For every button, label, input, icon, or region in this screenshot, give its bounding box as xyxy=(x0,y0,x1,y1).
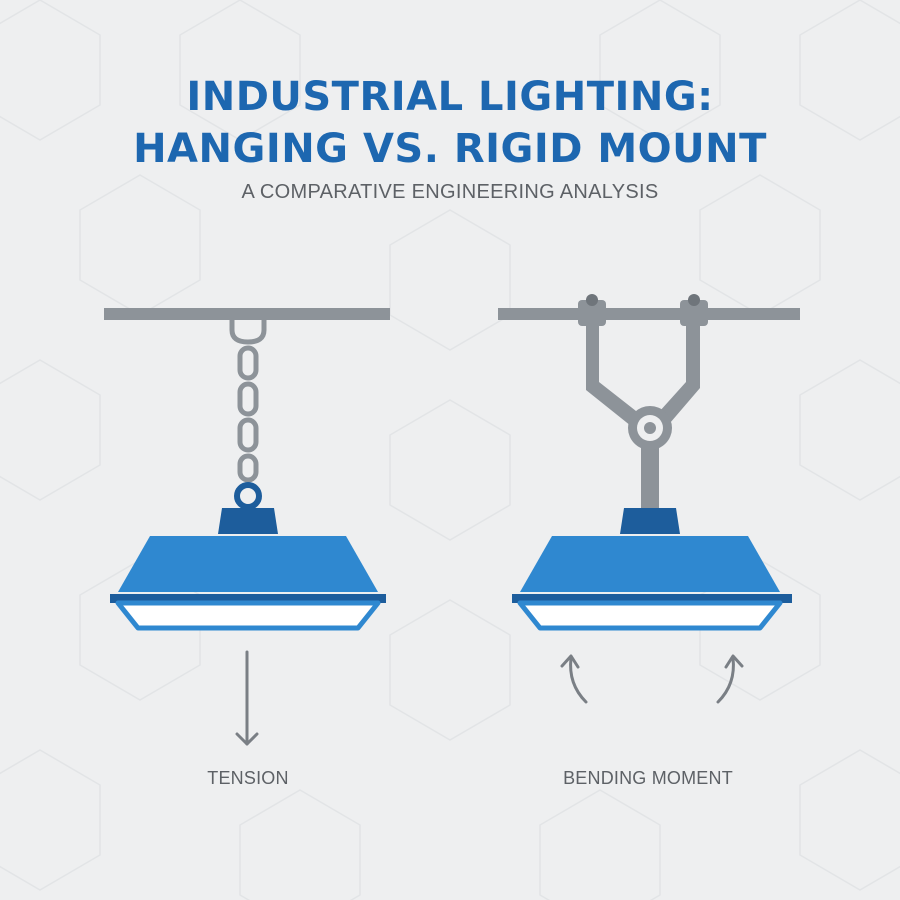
page-subtitle: A COMPARATIVE ENGINEERING ANALYSIS xyxy=(241,181,659,203)
downward-tension-arrow xyxy=(235,650,259,746)
ceiling-beam-left xyxy=(104,308,390,320)
rigid-lamp xyxy=(512,508,792,631)
rigid-bracket xyxy=(578,294,708,508)
tension-caption: TENSION xyxy=(207,768,289,788)
hanging-lamp xyxy=(110,482,386,631)
hanging-mount-panel xyxy=(104,308,390,746)
hanging-chain xyxy=(229,318,267,483)
bending-moment-arrows xyxy=(560,654,744,704)
ceiling-beam-right xyxy=(498,308,800,320)
page-title-line-2: HANGING VS. RIGID MOUNT xyxy=(133,126,767,172)
bending-moment-caption: BENDING MOMENT xyxy=(563,768,733,788)
page-title-line-1: INDUSTRIAL LIGHTING: xyxy=(186,74,714,120)
rigid-mount-panel xyxy=(498,294,800,704)
